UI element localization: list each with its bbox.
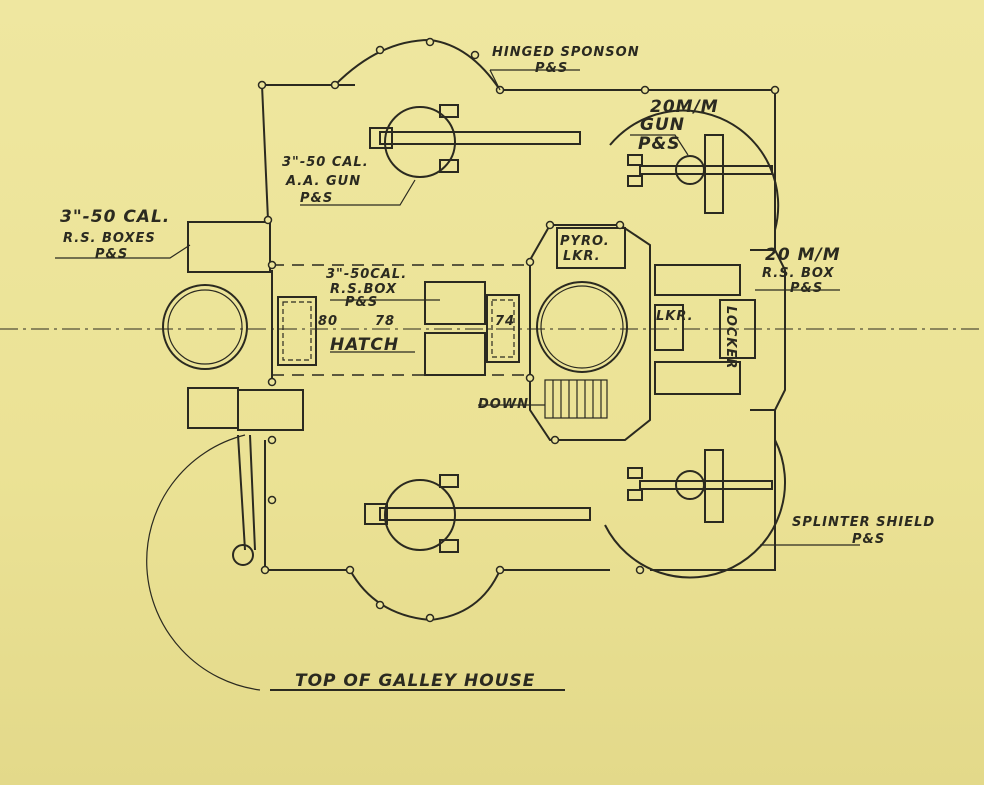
hatch-label: HATCH (330, 335, 399, 355)
rs-box-center-bottom (424, 332, 486, 376)
left-hatch-circle (162, 284, 248, 370)
frame-74: 74 (495, 314, 515, 329)
splinter-shield-label: SPLINTER SHIELD (792, 515, 935, 530)
rs-box-label-1: 3"-50CAL. (326, 267, 407, 282)
deck-rivet-nodes (257, 37, 780, 623)
rs-boxes-ps: P&S (95, 247, 128, 262)
gun20-label-2: GUN (640, 115, 685, 135)
rs-box-ps: P&S (345, 295, 378, 310)
hinged-sponson-ps: P&S (535, 61, 568, 76)
rs20-ps: P&S (790, 281, 823, 296)
rs-boxes-label-2: R.S. BOXES (63, 231, 156, 246)
pyro-label-2: LKR. (563, 249, 601, 264)
rs-box-20mm-top (654, 264, 741, 296)
splinter-shield-bottom (604, 439, 786, 579)
locker-box (719, 299, 756, 359)
rs-box-center-top (424, 281, 486, 325)
frame-78: 78 (375, 314, 395, 329)
gun-20mm-bottom (627, 449, 773, 523)
ladder-down (544, 379, 608, 419)
central-house (529, 224, 651, 441)
rs20-label-1: 20 M/M (765, 245, 841, 265)
hinged-sponson-label: HINGED SPONSON (492, 45, 640, 60)
gun20-ps: P&S (638, 134, 681, 154)
drawing-title: TOP OF GALLEY HOUSE (295, 671, 535, 691)
rs-boxes-label-1: 3"-50 CAL. (60, 207, 170, 227)
gun20-label-1: 20M/M (650, 97, 719, 117)
rs20-label-2: R.S. BOX (762, 266, 835, 281)
central-hatch-circle (536, 281, 628, 373)
aa-gun-ps: P&S (300, 191, 333, 206)
hinged-sponson-top (334, 38, 501, 91)
hatch-right (486, 294, 520, 363)
rs-box-3in-top (187, 221, 271, 273)
hinged-sponson-bottom (349, 569, 501, 622)
aa-gun-label-1: 3"-50 CAL. (282, 155, 369, 170)
splinter-shield-top (609, 109, 780, 231)
down-label: DOWN (478, 397, 529, 412)
locker-label: LOCKER (723, 306, 738, 369)
gun-20mm-top (627, 134, 773, 214)
aa-gun-3in-top (369, 104, 581, 178)
davit-swing-arc (146, 434, 261, 691)
rs-box-3in-bottom (187, 387, 239, 429)
hatch-left (277, 296, 317, 366)
lkr-label: LKR. (656, 309, 694, 324)
aa-gun-label-2: A.A. GUN (285, 174, 361, 189)
frame-80: 80 (318, 314, 338, 329)
rs-box-label-2: R.S.BOX (330, 282, 397, 297)
pyro-label-1: PYRO. (560, 234, 610, 249)
lkr-box (654, 304, 684, 351)
splinter-shield-ps: P&S (852, 532, 885, 547)
hatch-dashed-boundary (272, 264, 530, 376)
rs-box-20mm-bottom (654, 361, 741, 395)
pyro-locker (556, 227, 626, 269)
aa-gun-3in-bottom (364, 474, 591, 553)
